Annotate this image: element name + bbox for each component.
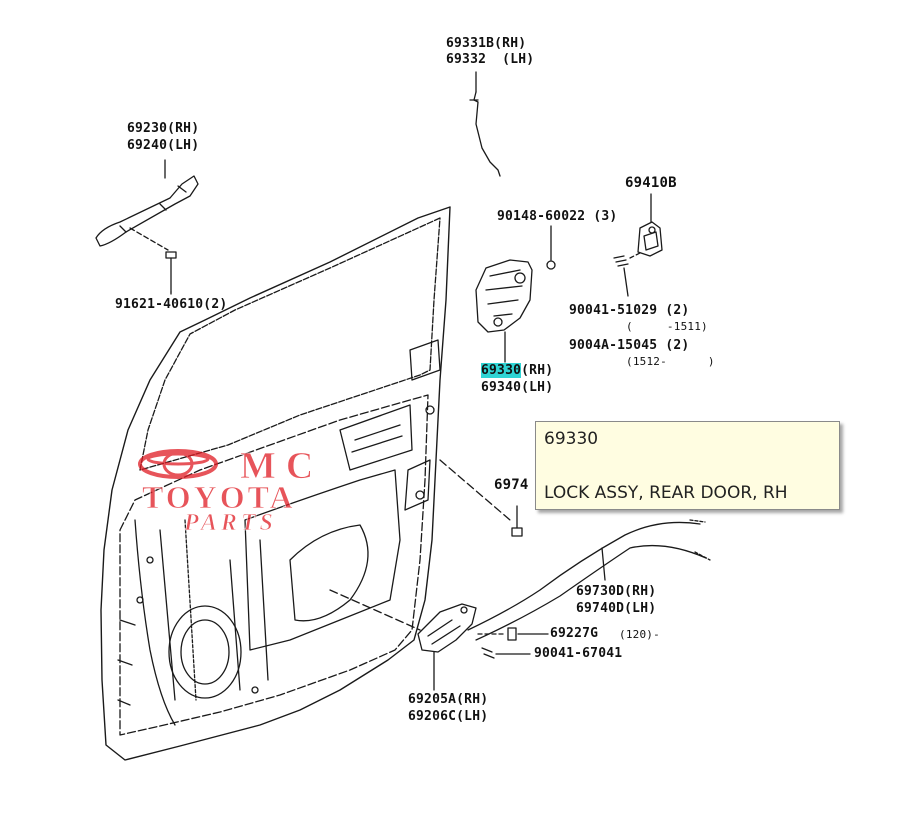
outside-handle xyxy=(95,175,199,247)
release-cable xyxy=(467,521,701,631)
door-panel-detail xyxy=(159,529,176,701)
door-lock-assy xyxy=(514,272,526,284)
callout-69205a-rh[interactable]: 69205A(RH) xyxy=(408,692,489,707)
hole xyxy=(146,556,154,564)
callout-69332-lh[interactable]: 69332 (LH) xyxy=(446,52,535,67)
callout-69206c-lh[interactable]: 69206C(LH) xyxy=(408,709,489,724)
screw-90041-51029 xyxy=(613,255,629,267)
leader-line xyxy=(601,547,606,581)
clip-69227g xyxy=(507,627,517,641)
speaker-opening xyxy=(168,605,242,699)
screw-90041-67041 xyxy=(481,647,495,659)
leader-line xyxy=(439,459,511,521)
bolt-91621 xyxy=(165,251,177,259)
callout-note-15045: (1512- ) xyxy=(626,355,715,368)
door-outline xyxy=(100,206,451,761)
callout-side: (RH) xyxy=(521,363,554,378)
striker-69410b xyxy=(643,231,659,251)
callout-note-51029: ( -1511) xyxy=(626,320,708,333)
callout-90041-67041[interactable]: 90041-67041 xyxy=(534,646,623,661)
callout-91621-40610[interactable]: 91621-40610(2) xyxy=(115,297,228,312)
callout-6974-partial[interactable]: 6974 xyxy=(494,477,529,493)
callout-90041-51029[interactable]: 90041-51029 (2) xyxy=(569,303,690,318)
callout-69227g[interactable]: 69227G xyxy=(550,626,599,641)
callout-90044-15045[interactable]: 9004A-15045 (2) xyxy=(569,338,690,353)
hole xyxy=(425,405,435,415)
door-panel-detail xyxy=(229,539,269,691)
hole xyxy=(415,490,425,500)
inside-handle xyxy=(460,606,468,614)
leader-line xyxy=(629,251,643,259)
callout-90148-60022[interactable]: 90148-60022 (3) xyxy=(497,209,618,224)
speaker-opening xyxy=(180,619,230,685)
door-panel-detail xyxy=(134,519,176,726)
callout-69330-rh[interactable]: 69330(RH) xyxy=(481,363,553,379)
door-window-frame xyxy=(139,217,441,471)
striker-69410b xyxy=(637,221,663,257)
door-inner-frame xyxy=(119,394,429,736)
leader-line xyxy=(623,267,629,297)
callout-69230-rh[interactable]: 69230(RH) xyxy=(127,121,200,136)
leader-line xyxy=(129,227,169,251)
door-panel-detail xyxy=(117,619,136,706)
part-tooltip: 69330 LOCK ASSY, REAR DOOR, RH xyxy=(535,421,840,510)
door-panel-detail xyxy=(289,524,369,622)
callout-69331b-rh[interactable]: 69331B(RH) xyxy=(446,36,527,51)
hole xyxy=(136,596,144,604)
callout-69340-lh[interactable]: 69340(LH) xyxy=(481,380,554,395)
clip-90148 xyxy=(546,260,556,270)
callout-69730d-rh[interactable]: 69730D(RH) xyxy=(576,584,657,599)
outside-handle xyxy=(119,185,187,233)
door-panel-detail xyxy=(409,339,441,381)
inside-handle xyxy=(417,603,477,653)
callout-69240-lh[interactable]: 69240(LH) xyxy=(127,138,200,153)
release-cable xyxy=(475,544,707,641)
bolt xyxy=(511,527,523,537)
callout-69740d-lh[interactable]: 69740D(LH) xyxy=(576,601,657,616)
lock-rod xyxy=(473,91,501,177)
door-lock-assy xyxy=(493,317,503,327)
door-panel-detail xyxy=(351,424,403,453)
door-panel-detail xyxy=(404,459,431,511)
highlighted-part-number: 69330 xyxy=(481,363,522,378)
inside-handle xyxy=(427,619,461,645)
leader-line xyxy=(329,589,421,631)
tooltip-description: LOCK ASSY, REAR DOOR, RH xyxy=(544,483,788,503)
door-panel-detail xyxy=(244,469,401,651)
tooltip-part-number: 69330 xyxy=(544,429,599,449)
callout-69410b[interactable]: 69410B xyxy=(625,175,677,191)
striker-69410b xyxy=(648,226,656,234)
door-panel-detail xyxy=(339,404,413,471)
door-lock-assy xyxy=(485,269,523,317)
hole xyxy=(251,686,259,694)
door-lock-assy xyxy=(475,259,533,333)
callout-note-69227g: (120)- xyxy=(619,628,660,641)
release-cable xyxy=(689,519,711,561)
